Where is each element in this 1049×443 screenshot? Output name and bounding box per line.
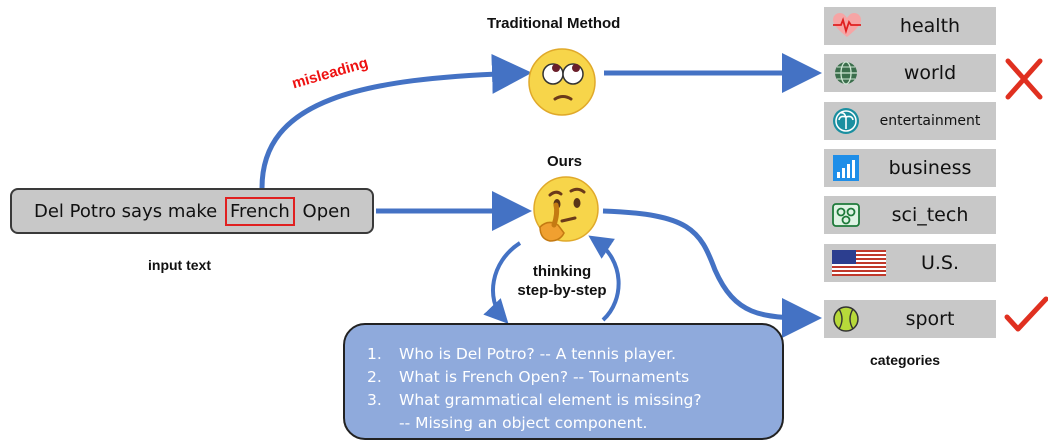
reasoning-step: 3.What grammatical element is missing? xyxy=(367,391,702,409)
input-text-before: Del Potro says make xyxy=(34,200,223,222)
categories-caption: categories xyxy=(870,352,941,368)
check-icon xyxy=(1004,295,1049,335)
thinking-right-arrow xyxy=(588,235,621,322)
category-entertainment: entertainment xyxy=(824,102,996,140)
category-label: sci_tech xyxy=(891,204,969,226)
reasoning-steps-box: 1.Who is Del Potro? -- A tennis player. … xyxy=(343,323,784,440)
bar-chart-icon xyxy=(832,154,860,182)
input-text-highlight: French xyxy=(224,196,295,226)
reasoning-step: -- Missing an object component. xyxy=(399,414,648,432)
ours-title: Ours xyxy=(547,153,583,170)
category-label: sport xyxy=(905,308,955,330)
baseball-icon xyxy=(832,305,860,333)
category-label: entertainment xyxy=(879,113,981,129)
category-health: health xyxy=(824,7,996,45)
thinking-line-2: step-by-step xyxy=(517,282,607,299)
category-world: world xyxy=(824,54,996,92)
category-sci-tech: sci_tech xyxy=(824,196,996,234)
globe-icon xyxy=(832,59,860,87)
heartbeat-icon xyxy=(832,12,861,40)
cross-icon xyxy=(1004,57,1044,101)
category-label: health xyxy=(899,15,961,37)
thinking-line-1: thinking xyxy=(532,263,592,280)
category-label: world xyxy=(903,62,957,84)
molecule-icon xyxy=(832,201,860,229)
traditional-method-title: Traditional Method xyxy=(487,15,621,32)
input-text-caption: input text xyxy=(148,257,211,273)
misleading-arrow xyxy=(259,53,532,189)
rolling-eyes-face-icon xyxy=(527,47,597,117)
input-text-after: Open xyxy=(296,200,351,222)
category-us: U.S. xyxy=(824,244,996,282)
ours-to-sport-arrow xyxy=(602,208,822,338)
input-text-box: Del Potro says make French Open xyxy=(10,188,374,234)
reasoning-step: 1.Who is Del Potro? -- A tennis player. xyxy=(367,345,677,363)
thinking-left-arrow xyxy=(483,241,522,324)
thinking-label: thinking step-by-step xyxy=(488,262,636,300)
category-label: U.S. xyxy=(920,252,960,274)
category-sport: sport xyxy=(824,300,996,338)
reasoning-step: 2.What is French Open? -- Tournaments xyxy=(367,368,690,386)
thinking-face-icon xyxy=(530,175,602,247)
category-label: business xyxy=(888,157,972,179)
category-business: business xyxy=(824,149,996,187)
us-flag-icon xyxy=(832,250,886,276)
beach-icon xyxy=(832,107,860,135)
